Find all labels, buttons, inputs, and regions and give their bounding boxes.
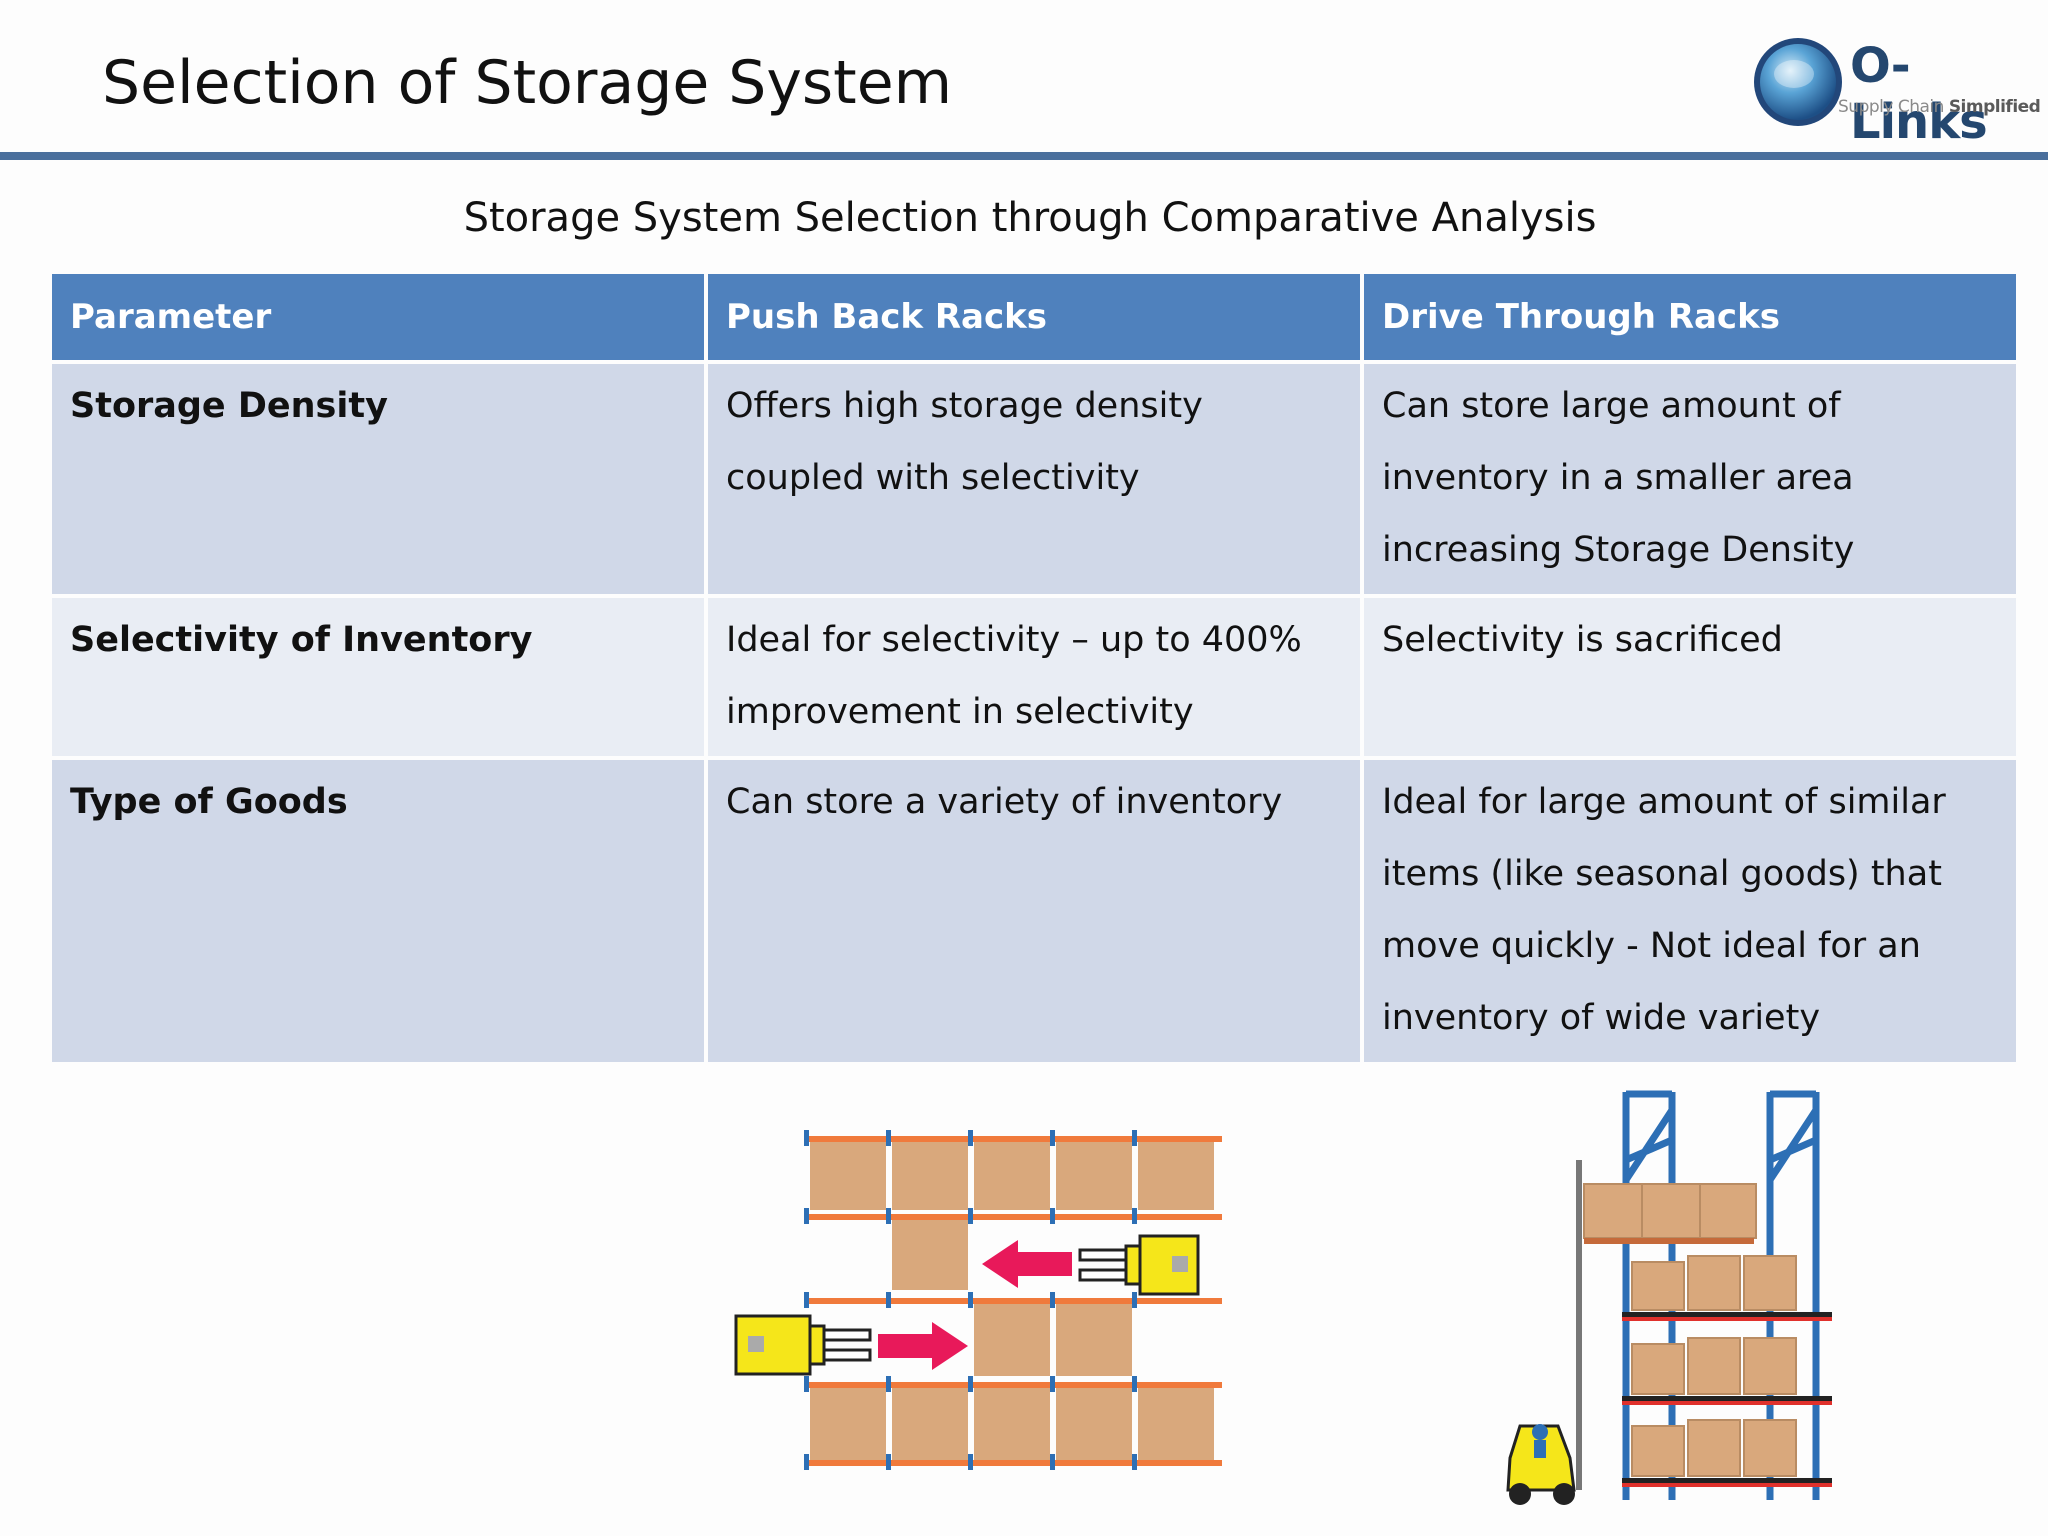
forklift-mast — [1576, 1160, 1582, 1490]
parameter-cell: Selectivity of Inventory — [52, 598, 704, 756]
table-header-row: Parameter Push Back Racks Drive Through … — [52, 274, 2016, 360]
drive-through-rack-illustration — [1506, 1090, 1832, 1505]
rack-beams — [804, 1136, 1222, 1466]
logo-name: O-Links — [1850, 38, 1988, 150]
o-links-logo: O-Links Supply Chain Simplified — [1748, 30, 2041, 150]
table-row: Type of Goods Can store a variety of inv… — [52, 760, 2016, 1062]
forklift-icon — [1506, 1424, 1576, 1505]
slide-title: Selection of Storage System — [102, 48, 953, 118]
push-back-cell: Ideal for selectivity – up to 400% impro… — [708, 598, 1360, 756]
shelf-level-1 — [1622, 1255, 1832, 1321]
forklift-right-icon — [1078, 1234, 1200, 1296]
middle-pallets — [892, 1218, 1132, 1376]
header-parameter: Parameter — [52, 274, 704, 360]
header-rule — [0, 152, 2048, 160]
shelf-level-3 — [1622, 1419, 1832, 1487]
arrow-right-icon — [878, 1322, 968, 1370]
forklift-left-icon — [734, 1314, 872, 1376]
logo-tagline: Supply Chain Simplified — [1838, 97, 2041, 117]
header-drive-through-racks: Drive Through Racks — [1364, 274, 2016, 360]
raised-pallet — [1583, 1183, 1757, 1244]
drive-through-cell: Ideal for large amount of similar items … — [1364, 760, 2016, 1062]
top-pallet-row — [810, 1138, 1214, 1210]
table-row: Selectivity of Inventory Ideal for selec… — [52, 598, 2016, 756]
arrow-left-icon — [982, 1240, 1072, 1288]
drive-through-cell: Can store large amount of inventory in a… — [1364, 364, 2016, 594]
push-back-rack-illustration — [734, 1130, 1222, 1470]
drive-through-cell: Selectivity is sacrificed — [1364, 598, 2016, 756]
shelf-level-2 — [1622, 1337, 1832, 1405]
header-push-back-racks: Push Back Racks — [708, 274, 1360, 360]
push-back-cell: Can store a variety of inventory — [708, 760, 1360, 1062]
push-back-cell: Offers high storage density coupled with… — [708, 364, 1360, 594]
rack-uprights — [804, 1130, 1137, 1470]
comparison-table: Parameter Push Back Racks Drive Through … — [48, 270, 2020, 1066]
table-subtitle: Storage System Selection through Compara… — [463, 195, 1597, 241]
globe-logo-icon — [1754, 38, 1842, 126]
bottom-pallet-row — [810, 1386, 1214, 1460]
table-row: Storage Density Offers high storage dens… — [52, 364, 2016, 594]
parameter-cell: Storage Density — [52, 364, 704, 594]
parameter-cell: Type of Goods — [52, 760, 704, 1062]
